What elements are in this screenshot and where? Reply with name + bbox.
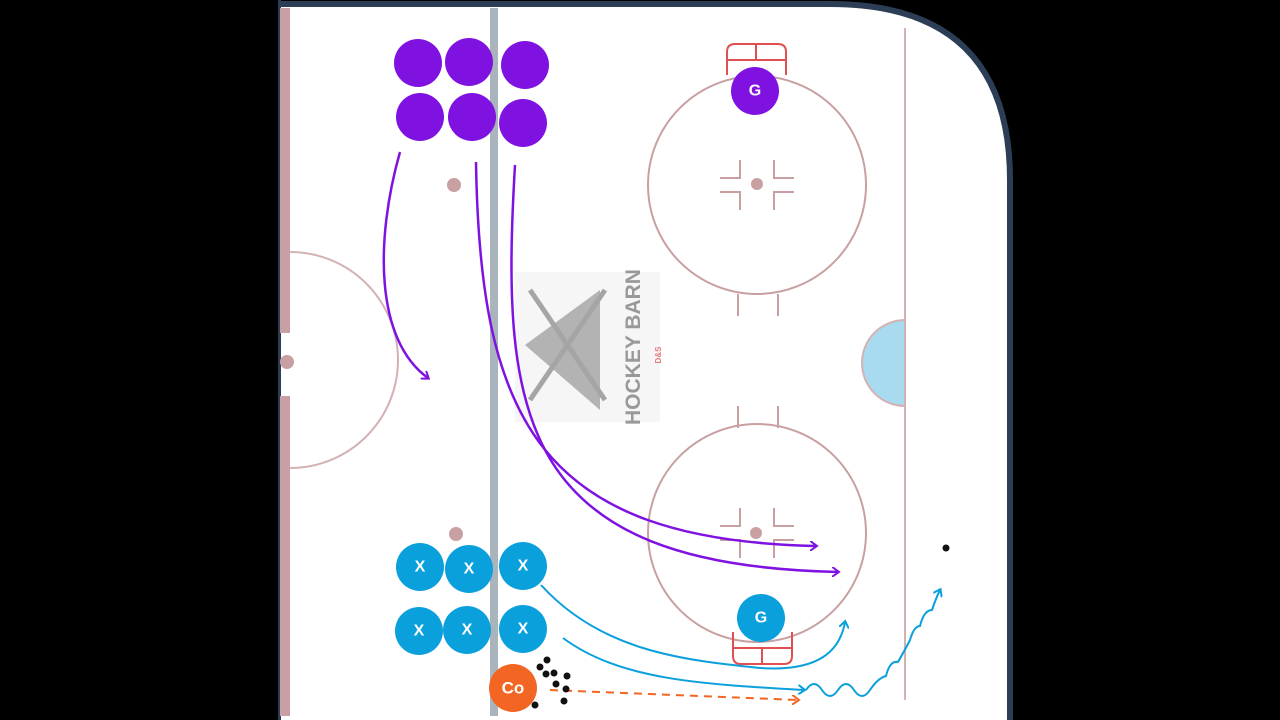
center-red-line	[280, 8, 294, 716]
player-a1[interactable]	[394, 39, 442, 87]
player-b3[interactable]: X	[499, 542, 547, 590]
net-top	[726, 43, 787, 75]
player-b4[interactable]: X	[395, 607, 443, 655]
logo-subtext: D&S	[654, 346, 663, 364]
team-a-players	[394, 38, 549, 147]
team-a-skate-paths	[382, 151, 838, 572]
team-b-skate-paths	[540, 584, 940, 697]
player-b6-label: X	[518, 621, 529, 638]
coach-label: Co	[502, 679, 525, 698]
blue-line	[490, 8, 498, 716]
player-b1[interactable]: X	[396, 543, 444, 591]
pucks	[531, 544, 950, 709]
goalie-b[interactable]: G	[737, 594, 785, 642]
player-a4[interactable]	[396, 93, 444, 141]
player-a3[interactable]	[501, 41, 549, 89]
coach[interactable]: Co	[489, 664, 537, 712]
player-b6[interactable]: X	[499, 605, 547, 653]
player-b2-label: X	[464, 561, 475, 578]
player-a5[interactable]	[448, 93, 496, 141]
player-b2[interactable]: X	[445, 545, 493, 593]
goal-crease	[861, 318, 906, 408]
faceoff-circle-bottom	[647, 406, 867, 643]
player-b5[interactable]: X	[443, 606, 491, 654]
logo-text: HOCKEY BARN	[622, 269, 645, 425]
net-bottom	[732, 632, 793, 665]
goalie-a-label: G	[749, 83, 761, 100]
player-a6[interactable]	[499, 99, 547, 147]
hockey-barn-logo: HOCKEY BARN D&S	[515, 269, 663, 425]
neutral-faceoff-dot-top	[447, 178, 461, 192]
center-circle	[289, 251, 399, 469]
player-a2[interactable]	[445, 38, 493, 86]
player-b5-label: X	[462, 622, 473, 639]
neutral-faceoff-dot-bottom	[449, 527, 463, 541]
player-b4-label: X	[414, 623, 425, 640]
team-b-players: X X X X X X	[395, 542, 547, 655]
goalie-b-label: G	[755, 610, 767, 627]
player-b3-label: X	[518, 558, 529, 575]
player-b1-label: X	[415, 559, 426, 576]
goalie-a[interactable]: G	[731, 67, 779, 115]
